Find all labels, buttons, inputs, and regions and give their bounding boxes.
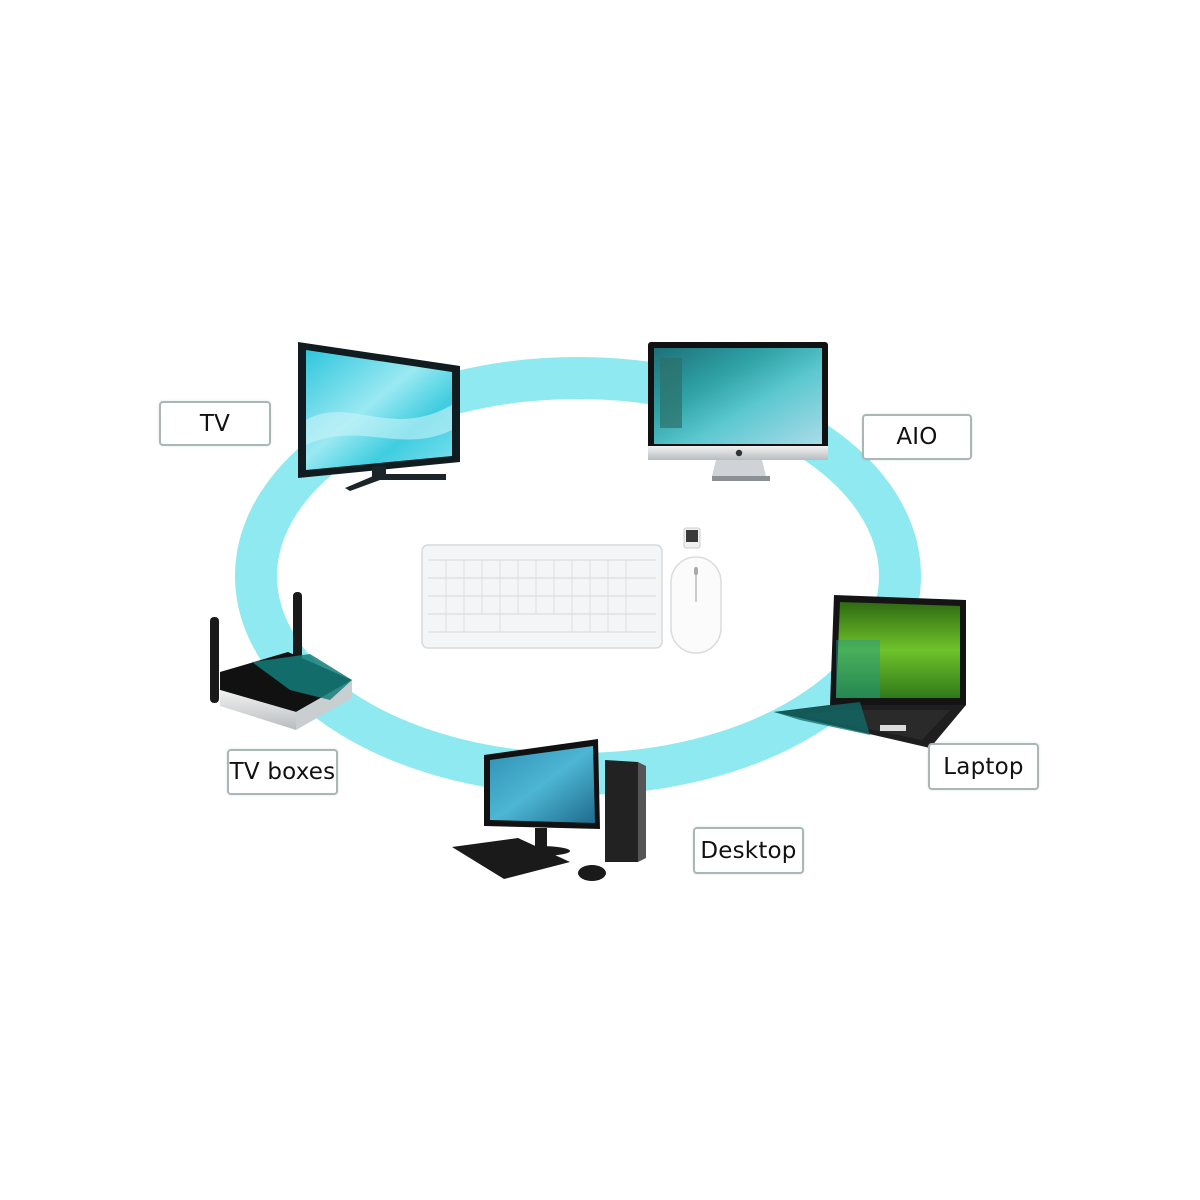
- label-tv-boxes: TV boxes: [227, 749, 338, 795]
- desktop-computer-icon: [452, 739, 646, 881]
- flat-screen-tv-icon: [298, 342, 460, 491]
- label-text: TV boxes: [229, 759, 336, 785]
- label-aio: AIO: [862, 414, 972, 460]
- mouse-icon: [670, 556, 722, 654]
- label-text: Desktop: [700, 837, 797, 864]
- label-tv: TV: [159, 401, 271, 446]
- label-laptop: Laptop: [928, 743, 1039, 790]
- keyboard-icon: [421, 544, 663, 649]
- label-text: TV: [199, 410, 231, 437]
- label-text: AIO: [896, 424, 938, 450]
- laptop-icon: [774, 595, 966, 748]
- all-in-one-computer-icon: [648, 342, 828, 481]
- usb-receiver-icon: [683, 527, 701, 549]
- tv-box-router-icon: [210, 592, 352, 730]
- label-text: Laptop: [943, 753, 1024, 780]
- label-desktop: Desktop: [693, 827, 804, 874]
